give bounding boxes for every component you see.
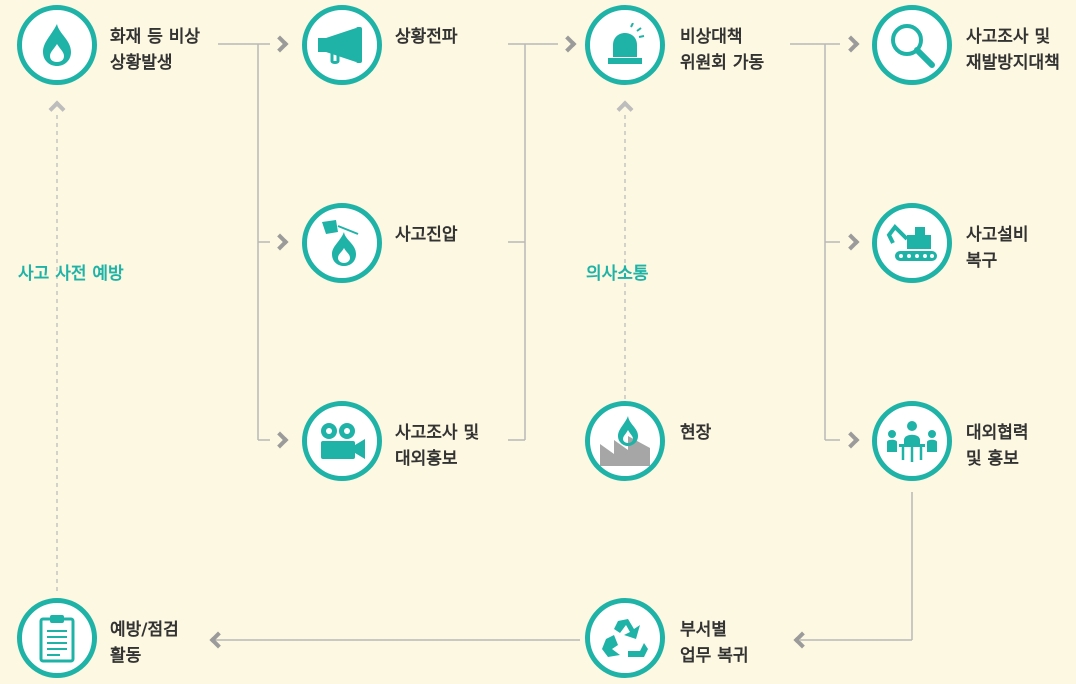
investigation-pr-node xyxy=(302,401,382,481)
fire-node xyxy=(17,5,97,85)
recycle-icon xyxy=(602,619,648,657)
committee-node xyxy=(585,5,665,85)
prevention-side-label: 사고 사전 예방 xyxy=(18,264,124,284)
flame-icon xyxy=(43,24,71,66)
clipboard-icon xyxy=(39,615,75,663)
investigation-prevention-node xyxy=(872,5,952,85)
siren-icon xyxy=(608,23,645,64)
site-node xyxy=(585,401,665,481)
recovery-node xyxy=(585,598,665,678)
excavator-icon xyxy=(886,223,937,261)
extinguish-fire-icon xyxy=(322,220,359,266)
site-label: 현장 xyxy=(680,423,712,443)
broadcast-node xyxy=(302,5,382,85)
magnifier-icon xyxy=(891,24,935,68)
video-camera-icon xyxy=(321,423,365,459)
equipment-node xyxy=(872,203,952,283)
burning-building-icon xyxy=(600,416,650,466)
suppression-node xyxy=(302,203,382,283)
prevention-node xyxy=(17,598,97,678)
cooperation-node xyxy=(872,401,952,481)
meeting-icon xyxy=(887,421,937,462)
communication-side-label: 의사소통 xyxy=(586,264,649,284)
megaphone-icon xyxy=(318,27,362,64)
broadcast-label: 상황전파 xyxy=(395,27,458,47)
suppression-label: 사고진압 xyxy=(395,225,458,245)
